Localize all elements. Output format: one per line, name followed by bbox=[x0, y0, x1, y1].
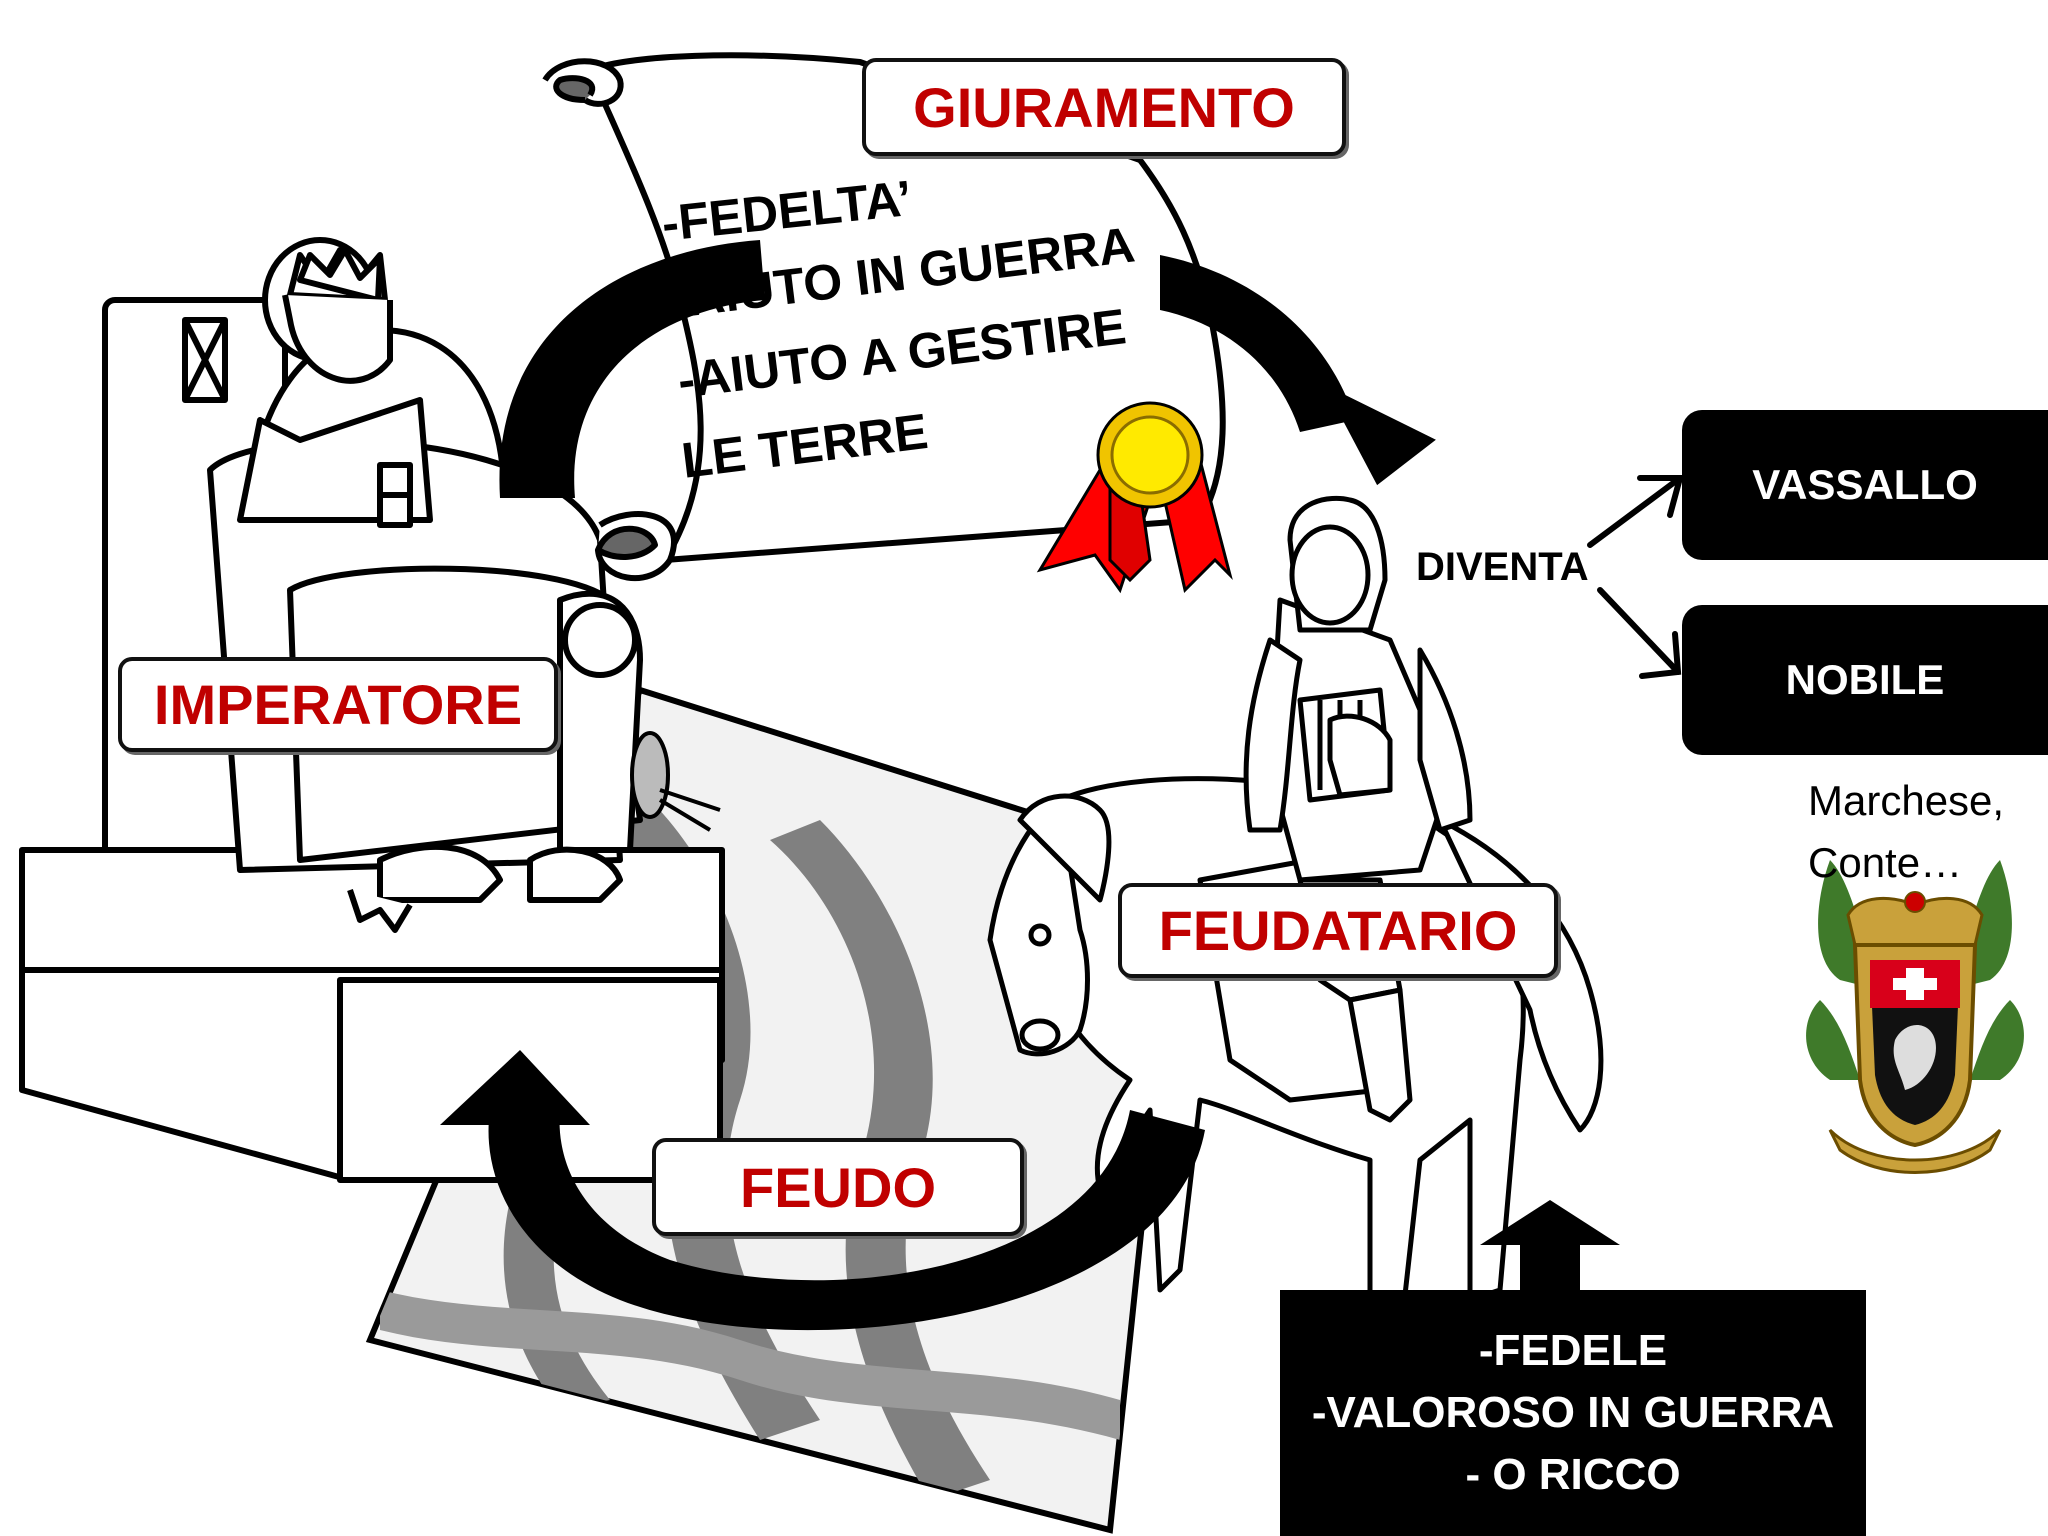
title-marchese: Marchese, bbox=[1808, 777, 2005, 824]
requirement-item: -FEDELE bbox=[1478, 1326, 1668, 1375]
titles-text: Marchese, Conte… bbox=[1808, 770, 2004, 894]
giuramento-label: GIURAMENTO bbox=[862, 58, 1346, 156]
feudo-arrow bbox=[440, 1050, 1205, 1331]
coat-of-arms-icon bbox=[1806, 860, 2024, 1174]
feudatario-label: FEUDATARIO bbox=[1118, 883, 1558, 978]
diventa-label: DIVENTA bbox=[1416, 545, 1589, 589]
corn-illustration bbox=[630, 731, 721, 832]
requirements-arrow bbox=[1480, 1200, 1620, 1300]
diventa-connectors bbox=[1587, 475, 1684, 679]
scroll-icon bbox=[542, 52, 1226, 581]
oath-arrow-right bbox=[1160, 255, 1436, 486]
requirements-box: -FEDELE -VALOROSO IN GUERRA - O RICCO bbox=[1280, 1290, 1866, 1536]
requirement-item: -VALOROSO IN GUERRA bbox=[1311, 1388, 1835, 1437]
oath-arrow-left bbox=[499, 240, 765, 498]
feudo-label: FEUDO bbox=[652, 1138, 1024, 1236]
title-conte: Conte… bbox=[1808, 839, 1963, 886]
seal-ribbon-icon bbox=[1036, 401, 1233, 594]
imperatore-label: IMPERATORE bbox=[118, 657, 558, 752]
nobile-box: NOBILE bbox=[1682, 605, 2048, 755]
requirement-item: - O RICCO bbox=[1465, 1450, 1681, 1499]
vassallo-box: VASSALLO bbox=[1682, 410, 2048, 560]
